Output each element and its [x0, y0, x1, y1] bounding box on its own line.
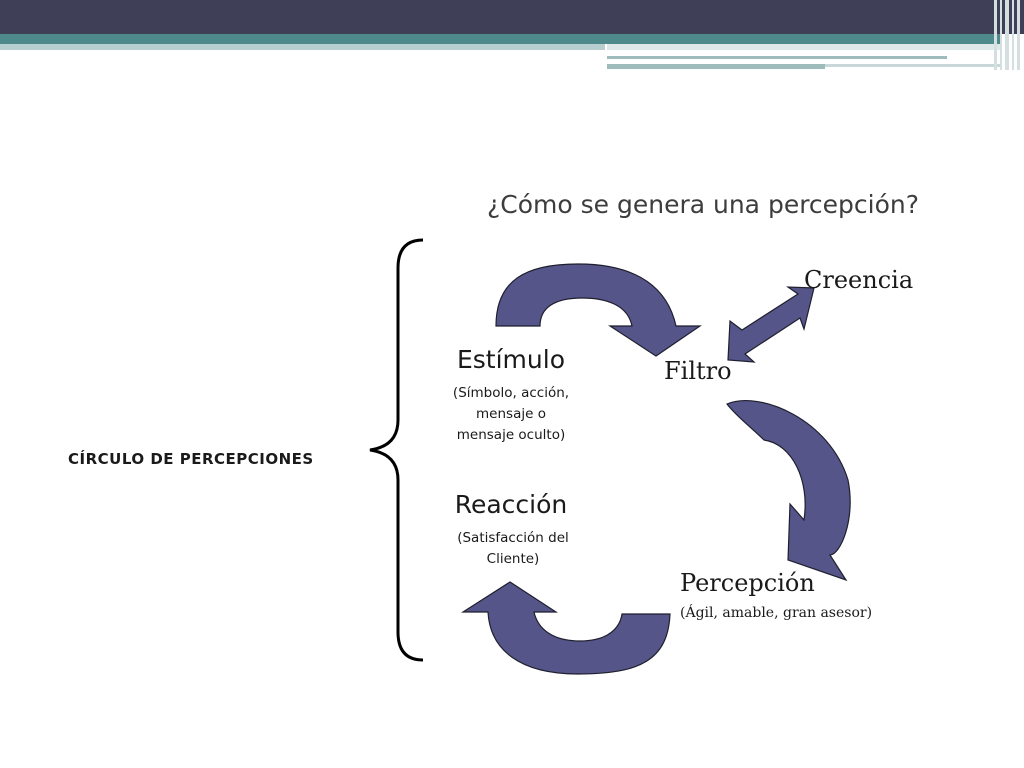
header-rule: [825, 64, 1002, 67]
header-bar: [0, 0, 1024, 34]
header-stripe-light: [0, 44, 605, 50]
node-estimulo-title: Estímulo: [456, 345, 565, 374]
subtitle-line: (Satisfacción del: [457, 530, 569, 546]
node-filtro-title: Filtro: [664, 357, 732, 385]
node-reaccion-subtitle: (Satisfacción del Cliente): [436, 528, 590, 570]
curly-brace: [369, 238, 424, 662]
curved-arrow-right: [726, 400, 851, 582]
header-rule: [607, 64, 825, 69]
curved-arrow-bottom: [460, 581, 671, 675]
node-percepcion-title: Percepción: [680, 569, 815, 597]
subtitle-line: mensaje o: [476, 406, 546, 422]
double-arrow-filtro-creencia: [727, 286, 815, 363]
header-rule: [607, 56, 947, 59]
node-creencia-title: Creencia: [804, 266, 914, 294]
subtitle-line: Cliente): [486, 551, 540, 567]
header-vertical-lines: [990, 0, 1024, 70]
node-estimulo-subtitle: (Símbolo, acción, mensaje o mensaje ocul…: [430, 383, 592, 446]
subtitle-line: mensaje oculto): [456, 427, 566, 443]
node-reaccion-title: Reacción: [454, 490, 568, 519]
slide-title: ¿Cómo se genera una percepción?: [487, 190, 920, 219]
header-stripe-teal: [0, 34, 1000, 44]
curved-arrow-top: [495, 263, 702, 357]
cycle-label: CÍRCULO DE PERCEPCIONES: [68, 450, 314, 468]
node-percepcion-subtitle: (Ágil, amable, gran asesor): [680, 605, 873, 621]
subtitle-line: (Símbolo, acción,: [452, 385, 570, 401]
header-stripe-light-right: [607, 44, 1002, 50]
